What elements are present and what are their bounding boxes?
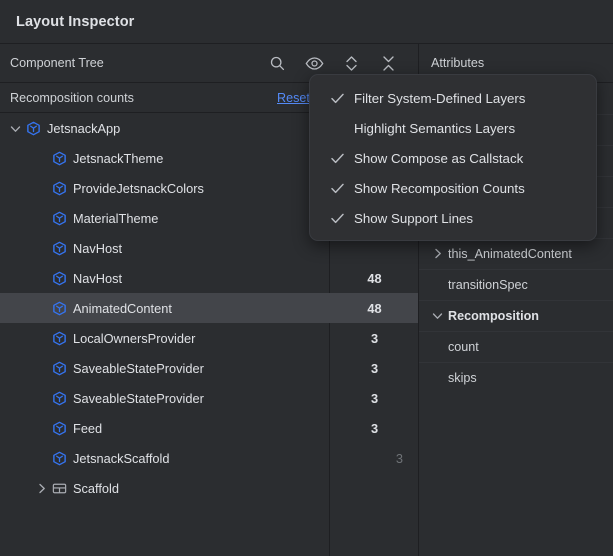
tree-row[interactable]: NavHost 48 xyxy=(0,263,418,293)
tree-row[interactable]: JetsnackApp xyxy=(0,113,418,143)
tree-row[interactable]: AnimatedContent 48 xyxy=(0,293,418,323)
recomposition-counts-bar: Recomposition counts Reset xyxy=(0,83,418,113)
tree-row[interactable]: MaterialTheme xyxy=(0,203,418,233)
component-tree-toolbar xyxy=(267,44,398,83)
compose-cube-icon xyxy=(52,181,67,196)
attribute-row[interactable]: skips xyxy=(419,362,613,393)
window-titlebar: Layout Inspector xyxy=(0,0,613,44)
tree-row-label: LocalOwnersProvider xyxy=(73,330,196,346)
recomposition-counts-label: Recomposition counts xyxy=(10,90,134,105)
menu-item[interactable]: Highlight Semantics Layers xyxy=(310,113,596,143)
attribute-label: transitionSpec xyxy=(448,277,528,292)
compose-cube-icon xyxy=(52,211,67,226)
component-tree-header: Component Tree xyxy=(0,44,418,83)
attribute-row[interactable]: this_AnimatedContent xyxy=(419,238,613,269)
tree-row-label: JetsnackScaffold xyxy=(73,450,170,466)
tree-row-label: JetsnackTheme xyxy=(73,150,164,166)
check-icon xyxy=(328,209,346,227)
tree-row-label: SaveableStateProvider xyxy=(73,360,204,376)
attribute-separator xyxy=(419,269,613,270)
tree-row-label: Feed xyxy=(73,420,103,436)
compose-cube-icon xyxy=(52,241,67,256)
tree-row[interactable]: ProvideJetsnackColors xyxy=(0,173,418,203)
attribute-separator xyxy=(419,331,613,332)
tree-row-label: NavHost xyxy=(73,270,123,286)
check-icon xyxy=(328,89,346,107)
search-icon[interactable] xyxy=(267,54,287,74)
recomposition-count: 3 xyxy=(395,450,403,466)
menu-item-label: Show Compose as Callstack xyxy=(354,150,524,166)
recomposition-count: 48 xyxy=(367,270,382,286)
tree-row-label: ProvideJetsnackColors xyxy=(73,180,204,196)
attribute-label: this_AnimatedContent xyxy=(448,246,572,261)
compose-cube-icon xyxy=(52,151,67,166)
compose-cube-icon xyxy=(52,361,67,376)
check-icon xyxy=(328,179,346,197)
menu-item-label: Filter System-Defined Layers xyxy=(354,90,526,106)
tree-row-label: NavHost xyxy=(73,240,123,256)
component-tree-title: Component Tree xyxy=(10,56,104,70)
tree-row-label: SaveableStateProvider xyxy=(73,390,204,406)
recomposition-count: 48 xyxy=(367,300,382,316)
tree-row[interactable]: NavHost xyxy=(0,233,418,263)
chevron-down-icon[interactable] xyxy=(8,121,22,135)
attribute-label: Recomposition xyxy=(448,308,539,323)
attribute-group-row[interactable]: Recomposition xyxy=(419,300,613,331)
attribute-row[interactable]: count xyxy=(419,331,613,362)
chevron-down-icon[interactable] xyxy=(430,309,444,323)
menu-item-label: Highlight Semantics Layers xyxy=(354,120,516,136)
check-icon xyxy=(328,119,346,137)
page-title: Layout Inspector xyxy=(16,13,135,30)
menu-item[interactable]: Show Recomposition Counts xyxy=(310,173,596,203)
attribute-label: skips xyxy=(448,370,477,385)
tree-row[interactable]: JetsnackTheme xyxy=(0,143,418,173)
reset-counts-link[interactable]: Reset xyxy=(277,90,310,105)
menu-item[interactable]: Filter System-Defined Layers xyxy=(310,83,596,113)
compose-cube-icon xyxy=(52,331,67,346)
tree-row-label: MaterialTheme xyxy=(73,210,159,226)
chevron-right-icon[interactable] xyxy=(430,247,444,261)
menu-item-label: Show Recomposition Counts xyxy=(354,180,525,196)
compose-cube-icon xyxy=(52,451,67,466)
attribute-row[interactable]: transitionSpec xyxy=(419,269,613,300)
tree-row[interactable]: JetsnackScaffold 3 xyxy=(0,443,418,473)
expand-all-icon[interactable] xyxy=(341,54,361,74)
attribute-separator xyxy=(419,300,613,301)
compose-cube-icon xyxy=(52,301,67,316)
menu-item[interactable]: Show Support Lines xyxy=(310,203,596,233)
menu-item-label: Show Support Lines xyxy=(354,210,474,226)
compose-cube-icon xyxy=(26,121,41,136)
recomposition-count: 3 xyxy=(370,330,379,346)
compose-cube-icon xyxy=(52,271,67,286)
compose-cube-icon xyxy=(52,421,67,436)
compose-cube-icon xyxy=(52,391,67,406)
count-column-divider xyxy=(329,113,330,556)
menu-item[interactable]: Show Compose as Callstack xyxy=(310,143,596,173)
tree-row[interactable]: LocalOwnersProvider 3 xyxy=(0,323,418,353)
tree-row-label: Scaffold xyxy=(73,480,120,496)
recomposition-count: 3 xyxy=(370,390,379,406)
tree-row[interactable]: Feed 3 xyxy=(0,413,418,443)
chevron-right-icon[interactable] xyxy=(34,481,48,495)
eye-icon[interactable] xyxy=(304,54,324,74)
attribute-separator xyxy=(419,362,613,363)
attribute-label: count xyxy=(448,339,479,354)
tree-row-label: AnimatedContent xyxy=(73,300,172,316)
tree-row[interactable]: SaveableStateProvider 3 xyxy=(0,353,418,383)
view-layout-icon xyxy=(52,482,67,495)
recomposition-count: 3 xyxy=(370,420,379,436)
check-icon xyxy=(328,149,346,167)
tree-row-label: JetsnackApp xyxy=(47,120,121,136)
collapse-all-icon[interactable] xyxy=(378,54,398,74)
tree-row[interactable]: Scaffold xyxy=(0,473,418,503)
tree-row[interactable]: SaveableStateProvider 3 xyxy=(0,383,418,413)
recomposition-count: 3 xyxy=(370,360,379,376)
attributes-title: Attributes xyxy=(431,56,485,70)
